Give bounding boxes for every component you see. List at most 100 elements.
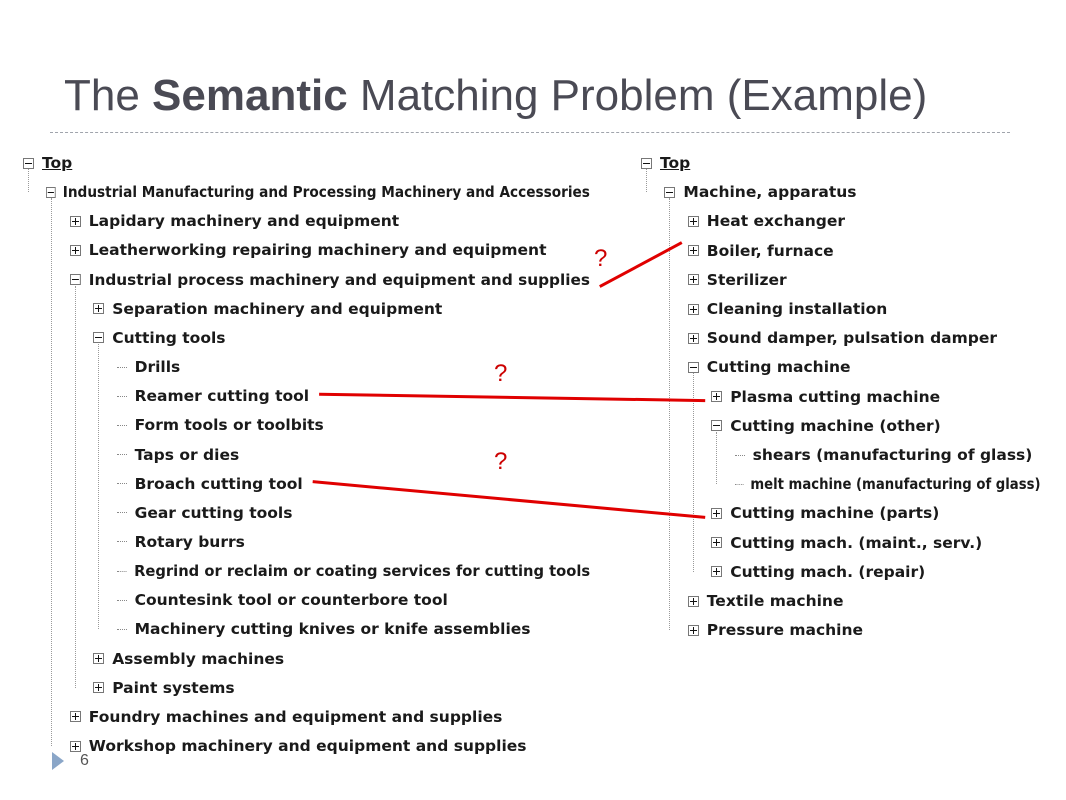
expand-plus-icon[interactable] xyxy=(687,245,699,257)
tree-node-label: Foundry machines and equipment and suppl… xyxy=(88,707,503,726)
expand-plus-icon[interactable] xyxy=(687,215,699,227)
expand-plus-icon[interactable] xyxy=(93,303,105,315)
left-tree-node[interactable]: Rotary burrs xyxy=(116,531,245,553)
left-tree-node[interactable]: Workshop machinery and equipment and sup… xyxy=(69,735,527,757)
left-tree-node[interactable]: Top xyxy=(23,152,72,174)
tree-node-label: Cutting machine (parts) xyxy=(730,504,940,523)
tree-node-label: Textile machine xyxy=(706,592,844,610)
tree-node-label: Workshop machinery and equipment and sup… xyxy=(88,737,527,755)
expand-plus-icon[interactable] xyxy=(687,274,699,286)
right-tree-node[interactable]: shears (manufacturing of glass) xyxy=(734,444,1033,466)
match-question-mark: ? xyxy=(594,244,608,272)
left-tree-node[interactable]: Lapidary machinery and equipment xyxy=(69,210,400,232)
right-tree-node[interactable]: Cleaning installation xyxy=(687,298,888,320)
expand-plus-icon[interactable] xyxy=(69,740,81,752)
tree-node-label: Boiler, furnace xyxy=(706,241,834,260)
tree-node-label: Broach cutting tool xyxy=(134,474,303,493)
tree-node-label: Cleaning installation xyxy=(706,300,888,318)
right-tree-node[interactable]: Machine, apparatus xyxy=(664,181,857,203)
tree-node-label: Lapidary machinery and equipment xyxy=(88,212,400,231)
left-tree-node[interactable]: Industrial process machinery and equipme… xyxy=(69,269,590,291)
left-tree-node[interactable]: Industrial Manufacturing and Processing … xyxy=(46,181,590,203)
tree-guide-line xyxy=(51,198,53,746)
tree-node-label: shears (manufacturing of glass) xyxy=(752,446,1033,464)
right-tree-node[interactable]: Heat exchanger xyxy=(687,210,846,232)
right-tree-node[interactable]: Cutting machine (other) xyxy=(711,415,941,437)
tree-node-label: Cutting mach. (maint., serv.) xyxy=(730,533,983,552)
collapse-minus-icon[interactable] xyxy=(23,157,34,169)
left-tree-node[interactable]: Paint systems xyxy=(93,677,235,699)
tree-leaf-connector xyxy=(116,628,127,630)
left-tree-node[interactable]: Broach cutting tool xyxy=(116,473,303,495)
right-tree-node[interactable]: Cutting mach. (maint., serv.) xyxy=(711,532,982,554)
collapse-minus-icon[interactable] xyxy=(46,186,57,198)
collapse-minus-icon[interactable] xyxy=(664,186,676,198)
collapse-minus-icon[interactable] xyxy=(641,157,652,169)
right-tree-node[interactable]: Sound damper, pulsation damper xyxy=(687,327,997,349)
left-tree-node[interactable]: Reamer cutting tool xyxy=(116,385,309,407)
right-tree-node[interactable]: Cutting mach. (repair) xyxy=(711,561,925,583)
right-tree-node[interactable]: Textile machine xyxy=(687,590,844,612)
left-tree-node[interactable]: Gear cutting tools xyxy=(116,502,292,524)
tree-node-label: Industrial Manufacturing and Processing … xyxy=(63,183,591,202)
expand-plus-icon[interactable] xyxy=(687,332,699,344)
title-divider xyxy=(50,132,1010,133)
tree-leaf-connector xyxy=(116,483,127,485)
tree-node-label: Plasma cutting machine xyxy=(730,387,941,406)
left-tree-node[interactable]: Machinery cutting knives or knife assemb… xyxy=(116,618,531,640)
expand-plus-icon[interactable] xyxy=(687,303,699,315)
expand-plus-icon[interactable] xyxy=(711,507,723,519)
tree-guide-line xyxy=(669,198,671,631)
right-tree-node[interactable]: melt machine (manufacturing of glass) xyxy=(734,473,1040,495)
tree-guide-line xyxy=(646,169,647,193)
left-tree-node[interactable]: Foundry machines and equipment and suppl… xyxy=(69,706,503,728)
tree-node-label: Paint systems xyxy=(112,678,235,697)
slide-title: The Semantic Matching Problem (Example) xyxy=(64,70,927,123)
right-tree-node[interactable]: Plasma cutting machine xyxy=(711,386,940,408)
tree-leaf-connector xyxy=(734,483,744,485)
collapse-minus-icon[interactable] xyxy=(69,274,81,286)
tree-leaf-connector xyxy=(116,512,127,514)
right-tree-node[interactable]: Sterilizer xyxy=(687,269,787,291)
expand-plus-icon[interactable] xyxy=(687,595,699,607)
expand-plus-icon[interactable] xyxy=(711,537,723,549)
expand-plus-icon[interactable] xyxy=(93,653,105,665)
tree-node-label: Form tools or toolbits xyxy=(134,416,324,435)
left-tree-node[interactable]: Leatherworking repairing machinery and e… xyxy=(69,239,547,261)
expand-plus-icon[interactable] xyxy=(711,566,723,578)
left-tree-node[interactable]: Assembly machines xyxy=(93,648,284,670)
right-tree-node[interactable]: Boiler, furnace xyxy=(687,240,834,262)
collapse-minus-icon[interactable] xyxy=(93,332,105,344)
left-tree-node[interactable]: Drills xyxy=(116,356,180,378)
expand-plus-icon[interactable] xyxy=(687,624,699,636)
tree-node-label: Industrial process machinery and equipme… xyxy=(88,270,590,289)
right-tree-node[interactable]: Cutting machine (parts) xyxy=(711,502,939,524)
right-tree-node[interactable]: Top xyxy=(641,152,690,174)
tree-node-label: Sterilizer xyxy=(706,270,787,289)
tree-leaf-connector xyxy=(116,366,127,368)
tree-node-label: Heat exchanger xyxy=(706,212,846,231)
tree-guide-line xyxy=(716,431,718,485)
right-tree-node[interactable]: Pressure machine xyxy=(687,619,863,641)
tree-node-label: Regrind or reclaim or coating services f… xyxy=(133,562,590,581)
tree-guide-line xyxy=(74,285,76,688)
expand-plus-icon[interactable] xyxy=(69,215,81,227)
left-tree-node[interactable]: Taps or dies xyxy=(116,444,239,466)
left-tree-node[interactable]: Countesink tool or counterbore tool xyxy=(116,589,448,611)
tree-leaf-connector xyxy=(116,599,127,601)
left-tree-node[interactable]: Regrind or reclaim or coating services f… xyxy=(116,560,590,582)
expand-plus-icon[interactable] xyxy=(711,391,723,403)
expand-plus-icon[interactable] xyxy=(93,682,105,694)
left-tree-node[interactable]: Form tools or toolbits xyxy=(116,414,324,436)
left-tree-node[interactable]: Separation machinery and equipment xyxy=(93,298,442,320)
expand-plus-icon[interactable] xyxy=(69,711,81,723)
left-tree-node[interactable]: Cutting tools xyxy=(93,327,226,349)
tree-leaf-connector xyxy=(116,395,127,397)
tree-node-label: Cutting tools xyxy=(112,328,226,347)
collapse-minus-icon[interactable] xyxy=(711,420,723,432)
collapse-minus-icon[interactable] xyxy=(687,361,699,373)
tree-guide-line xyxy=(692,373,694,572)
right-tree-node[interactable]: Cutting machine xyxy=(687,356,851,378)
tree-leaf-connector xyxy=(116,454,127,455)
expand-plus-icon[interactable] xyxy=(69,244,81,256)
